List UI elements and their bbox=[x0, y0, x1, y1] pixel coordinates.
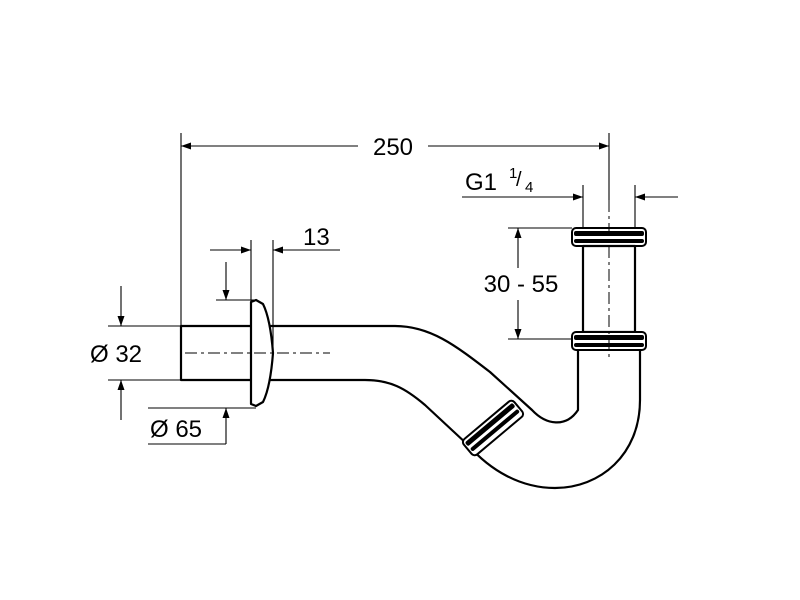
dimension-flange-diameter: Ø 65 bbox=[148, 262, 256, 445]
thread-slash: / bbox=[516, 169, 522, 191]
thread-prefix-label: G1 bbox=[465, 169, 497, 196]
pipe-diameter-label: Ø 32 bbox=[90, 341, 142, 368]
thread-denominator-label: 4 bbox=[525, 179, 533, 196]
dimension-thread-size: G1 1 / 4 bbox=[462, 165, 678, 228]
dimension-overall-length: 250 bbox=[180, 133, 610, 326]
dimension-pipe-diameter: Ø 32 bbox=[90, 286, 181, 420]
flange-diameter-label: Ø 65 bbox=[150, 416, 202, 443]
diagonal-coupling-nut bbox=[461, 399, 525, 457]
height-range-label: 30 - 55 bbox=[484, 271, 559, 298]
overall-length-label: 250 bbox=[373, 134, 413, 161]
flange-thickness-label: 13 bbox=[303, 224, 330, 251]
dimension-flange-thickness: 13 bbox=[210, 224, 340, 350]
dimension-height-range: 30 - 55 bbox=[484, 227, 572, 340]
siphon-body bbox=[179, 200, 647, 490]
trap-tube bbox=[263, 324, 642, 490]
thread-numerator-label: 1 bbox=[509, 165, 517, 182]
